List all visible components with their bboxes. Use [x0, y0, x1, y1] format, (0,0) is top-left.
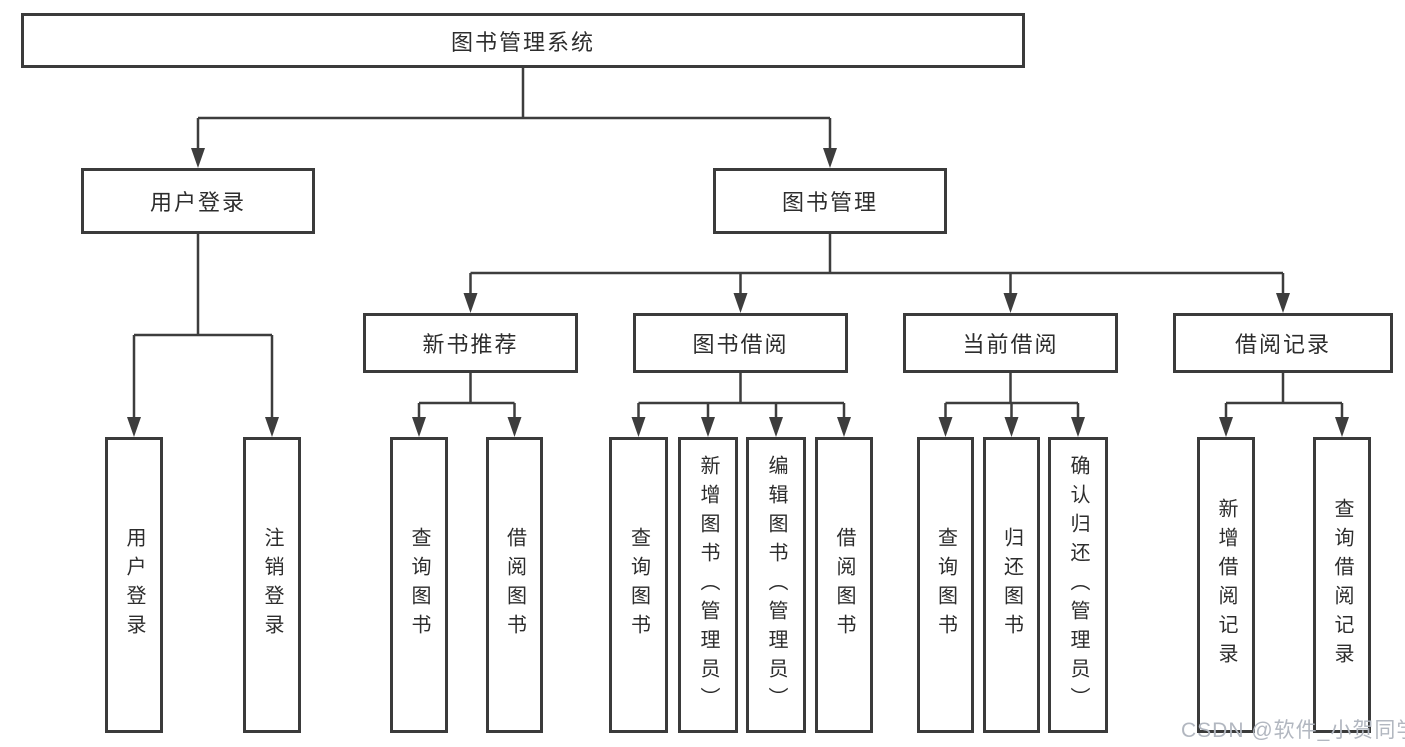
- node-borrow-books-recommend: 借阅图书: [486, 437, 543, 733]
- node-add-book-admin: 新增图书（管理员）: [678, 437, 738, 733]
- node-query-books-current: 查询图书: [917, 437, 974, 733]
- node-logout: 注销登录: [243, 437, 301, 733]
- csdn-watermark: CSDN @软件_小贺同学: [1181, 719, 1405, 742]
- node-book-management: 图书管理: [713, 168, 947, 234]
- node-confirm-return-admin: 确认归还（管理员）: [1048, 437, 1108, 733]
- node-book-borrowing: 图书借阅: [633, 313, 848, 373]
- node-query-borrow-record: 查询借阅记录: [1313, 437, 1371, 733]
- node-query-books-borrowing: 查询图书: [609, 437, 668, 733]
- node-return-books: 归还图书: [983, 437, 1040, 733]
- node-add-borrow-record: 新增借阅记录: [1197, 437, 1255, 733]
- node-library-management-system: 图书管理系统: [21, 13, 1025, 68]
- node-query-books-recommend: 查询图书: [390, 437, 448, 733]
- node-current-borrowing: 当前借阅: [903, 313, 1118, 373]
- node-edit-book-admin: 编辑图书（管理员）: [746, 437, 806, 733]
- node-borrow-books-borrowing: 借阅图书: [815, 437, 873, 733]
- node-user-login: 用户登录: [81, 168, 315, 234]
- node-user-login-leaf: 用户登录: [105, 437, 163, 733]
- node-borrowing-records: 借阅记录: [1173, 313, 1393, 373]
- node-new-book-recommendation: 新书推荐: [363, 313, 578, 373]
